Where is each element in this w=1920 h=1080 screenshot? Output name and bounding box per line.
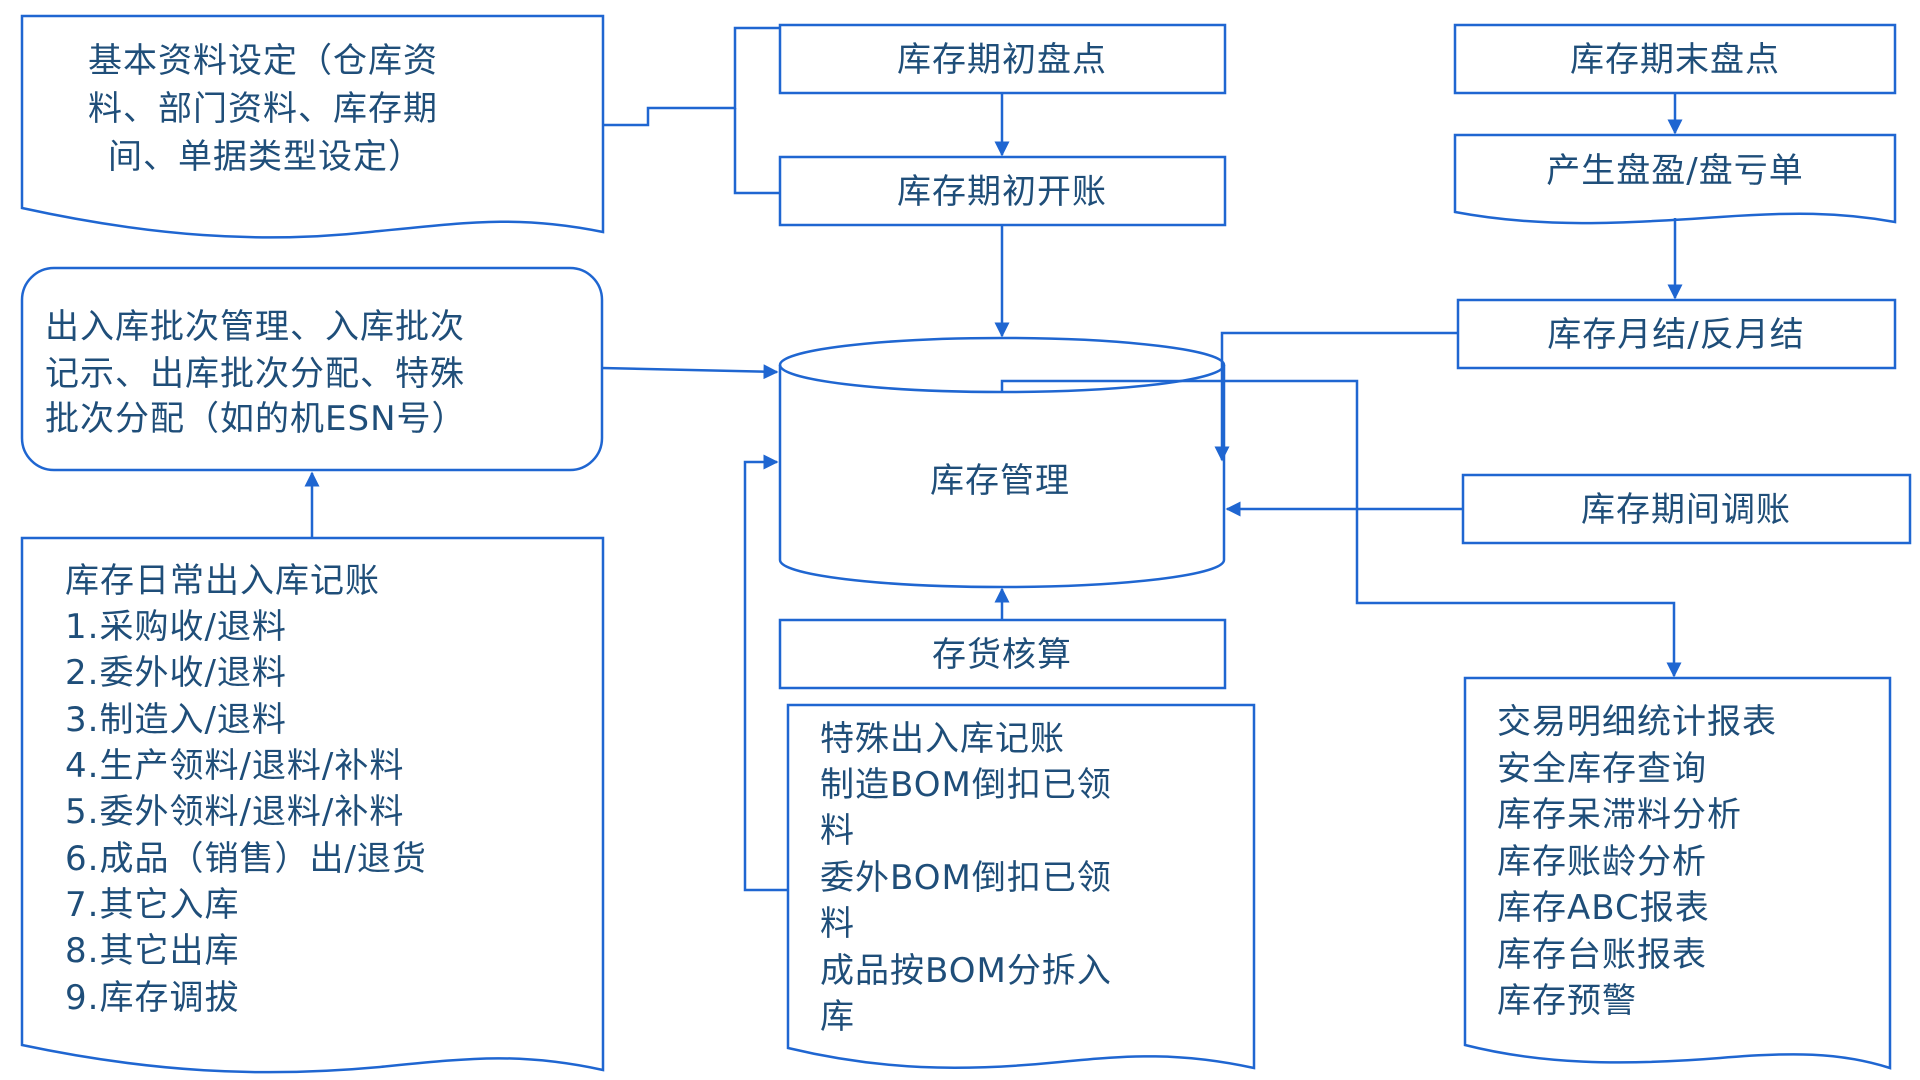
inventory-costing-box: 存货核算 (778, 618, 1227, 690)
period-begin-open-box: 库存期初开账 (778, 155, 1227, 227)
reports-item-4: 库存账龄分析 (1497, 842, 1707, 882)
daily-posting-item-7: 7.其它入库 (65, 885, 239, 925)
daily-posting-box: 库存日常出入库记账 1.采购收/退料 2.委外收/退料 3.制造入/退料 4.生… (20, 536, 605, 1074)
special-posting-line-3: 料 (820, 811, 855, 851)
reports-item-1: 交易明细统计报表 (1497, 702, 1777, 742)
arrow-batch-to-inventory (601, 364, 779, 380)
month-close-label: 库存月结/反月结 (1547, 315, 1804, 355)
reports-item-5: 库存ABC报表 (1497, 888, 1710, 928)
gain-loss-document-box: 产生盘盈/盘亏单 (1453, 133, 1897, 225)
inventory-management-label: 库存管理 (930, 461, 1070, 501)
special-posting-line-7: 库 (820, 997, 855, 1037)
inventory-management-database: 库存管理 (778, 336, 1226, 589)
batch-management-line-1: 出入库批次管理、入库批次 (45, 307, 465, 347)
connector-bracket-to-period-begin-open (733, 108, 780, 195)
inventory-costing-label: 存货核算 (932, 635, 1072, 675)
daily-posting-item-6: 6.成品（销售）出/退货 (65, 839, 427, 879)
special-posting-box: 特殊出入库记账 制造BOM倒扣已领 料 委外BOM倒扣已领 料 成品按BOM分拆… (786, 703, 1256, 1070)
special-posting-line-6: 成品按BOM分拆入 (820, 951, 1112, 991)
arrow-special-posting-to-inventory (743, 454, 788, 892)
batch-management-line-2: 记示、出库批次分配、特殊 (45, 354, 465, 394)
basic-setup-line-2: 料、部门资料、库存期 (88, 89, 438, 129)
daily-posting-item-9: 9.库存调拔 (65, 978, 239, 1018)
gain-loss-document-label: 产生盘盈/盘亏单 (1546, 151, 1803, 191)
month-close-box: 库存月结/反月结 (1456, 298, 1897, 370)
period-adjust-box: 库存期间调账 (1461, 473, 1912, 545)
period-end-count-box: 库存期末盘点 (1453, 23, 1897, 95)
period-end-count-label: 库存期末盘点 (1570, 40, 1780, 80)
daily-posting-item-4: 4.生产领料/退料/补料 (65, 746, 404, 786)
reports-item-7: 库存预警 (1497, 981, 1637, 1021)
special-posting-title: 特殊出入库记账 (820, 719, 1065, 759)
period-begin-count-box: 库存期初盘点 (778, 23, 1227, 95)
special-posting-line-2: 制造BOM倒扣已领 (820, 765, 1112, 805)
period-adjust-label: 库存期间调账 (1581, 490, 1791, 530)
reports-item-2: 安全库存查询 (1497, 749, 1707, 789)
reports-box: 交易明细统计报表 安全库存查询 库存呆滞料分析 库存账龄分析 库存ABC报表 库… (1463, 676, 1892, 1070)
period-begin-count-label: 库存期初盘点 (897, 40, 1107, 80)
daily-posting-item-3: 3.制造入/退料 (65, 700, 287, 740)
batch-management-box: 出入库批次管理、入库批次 记示、出库批次分配、特殊 批次分配（如的机ESN号） (20, 266, 604, 472)
daily-posting-item-5: 5.委外领料/退料/补料 (65, 792, 404, 832)
basic-setup-line-3: 间、单据类型设定） (108, 137, 423, 177)
special-posting-line-5: 料 (820, 904, 855, 944)
period-begin-open-label: 库存期初开账 (897, 172, 1107, 212)
reports-item-3: 库存呆滞料分析 (1497, 795, 1742, 835)
connector-bracket-to-period-begin-count (692, 26, 780, 110)
daily-posting-title: 库存日常出入库记账 (65, 561, 380, 601)
daily-posting-item-1: 1.采购收/退料 (65, 607, 287, 647)
basic-setup-line-1: 基本资料设定（仓库资 (88, 41, 438, 81)
reports-item-6: 库存台账报表 (1497, 935, 1707, 975)
special-posting-line-4: 委外BOM倒扣已领 (820, 858, 1112, 898)
arrow-month-close-to-inventory (1214, 331, 1458, 462)
arrow-inventory-to-reports (1000, 379, 1682, 678)
basic-setup-box: 基本资料设定（仓库资 料、部门资料、库存期 间、单据类型设定） (20, 14, 605, 239)
connector-basic-setup-to-bracket (603, 106, 692, 127)
batch-management-line-3: 批次分配（如的机ESN号） (45, 399, 467, 439)
daily-posting-item-2: 2.委外收/退料 (65, 653, 287, 693)
daily-posting-item-8: 8.其它出库 (65, 931, 239, 971)
